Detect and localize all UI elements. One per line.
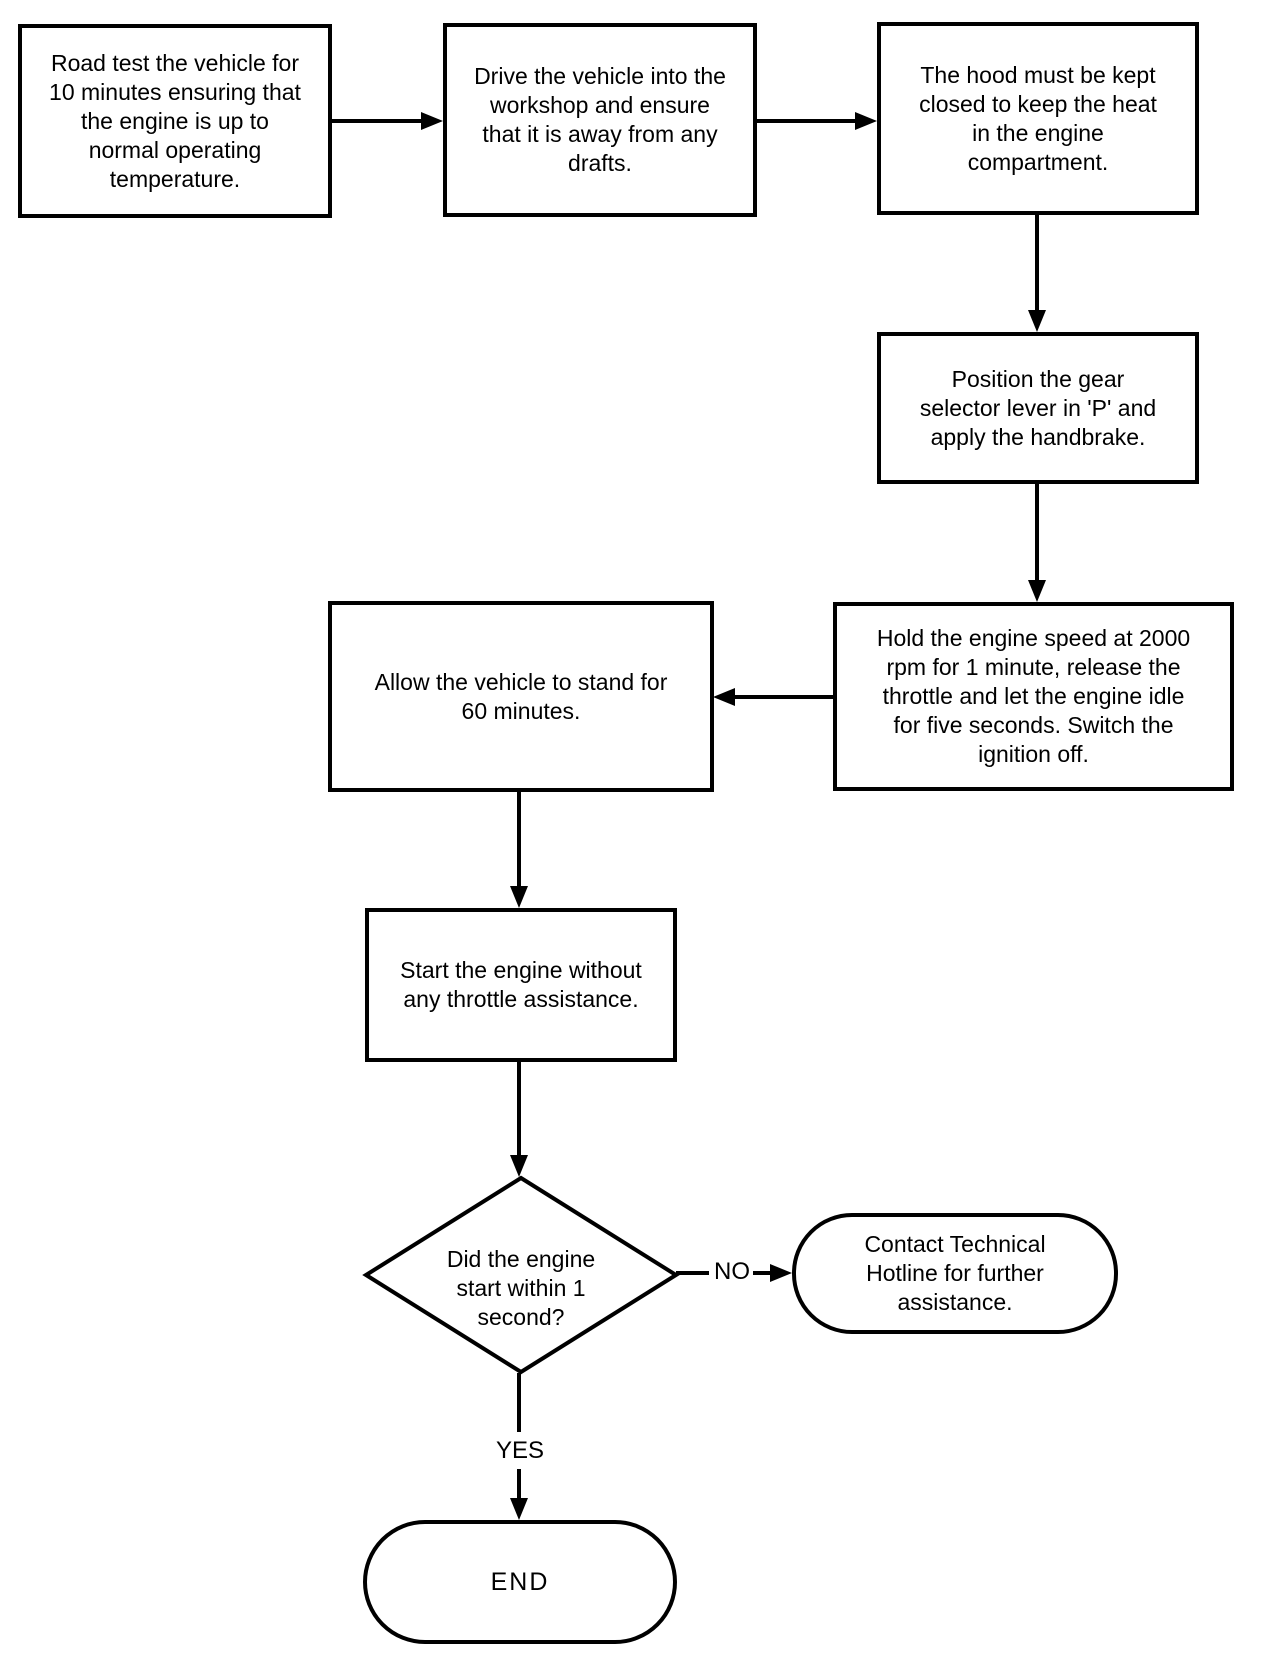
arrow-no-segment (676, 1271, 709, 1275)
process-hood-closed: The hood must be kept closed to keep the… (877, 22, 1199, 215)
process-drive-into-workshop: Drive the vehicle into the workshop and … (443, 23, 757, 217)
process-road-test: Road test the vehicle for 10 minutes ens… (18, 24, 332, 218)
arrow-hood-to-gear (1035, 215, 1039, 312)
yes-label: YES (488, 1438, 552, 1464)
arrowhead-down-icon (510, 886, 528, 908)
arrow-drive-in-to-hood (757, 119, 857, 123)
arrowhead-down-icon (1028, 580, 1046, 602)
arrow-start-to-decision (517, 1062, 521, 1157)
process-hold-engine-speed: Hold the engine speed at 2000 rpm for 1 … (833, 602, 1234, 791)
decision-diamond-shape (362, 1175, 680, 1375)
terminator-end: END (363, 1520, 677, 1644)
process-start-engine: Start the engine without any throttle as… (365, 908, 677, 1062)
arrow-gear-to-hold-speed (1035, 484, 1039, 582)
arrow-hold-speed-to-stand (735, 695, 833, 699)
terminator-contact-hotline: Contact Technical Hotline for further as… (792, 1213, 1118, 1334)
no-label: NO (709, 1259, 755, 1285)
arrow-yes-segment (517, 1469, 521, 1500)
arrowhead-down-icon (1028, 310, 1046, 332)
arrowhead-right-icon (855, 112, 877, 130)
arrowhead-down-icon (510, 1155, 528, 1177)
decision-engine-start: Did the engine start within 1 second? (360, 1172, 682, 1378)
arrowhead-right-icon (770, 1264, 792, 1282)
arrow-stand-to-start (517, 792, 521, 888)
decision-label: Did the engine start within 1 second? (446, 1245, 596, 1330)
arrow-no-segment (753, 1271, 771, 1275)
arrowhead-right-icon (421, 112, 443, 130)
arrow-road-test-to-drive-in (332, 119, 423, 123)
process-stand-60-minutes: Allow the vehicle to stand for 60 minute… (328, 601, 714, 792)
arrow-yes-segment (517, 1373, 521, 1432)
arrowhead-down-icon (510, 1498, 528, 1520)
arrowhead-left-icon (713, 688, 735, 706)
process-gear-selector: Position the gear selector lever in 'P' … (877, 332, 1199, 484)
